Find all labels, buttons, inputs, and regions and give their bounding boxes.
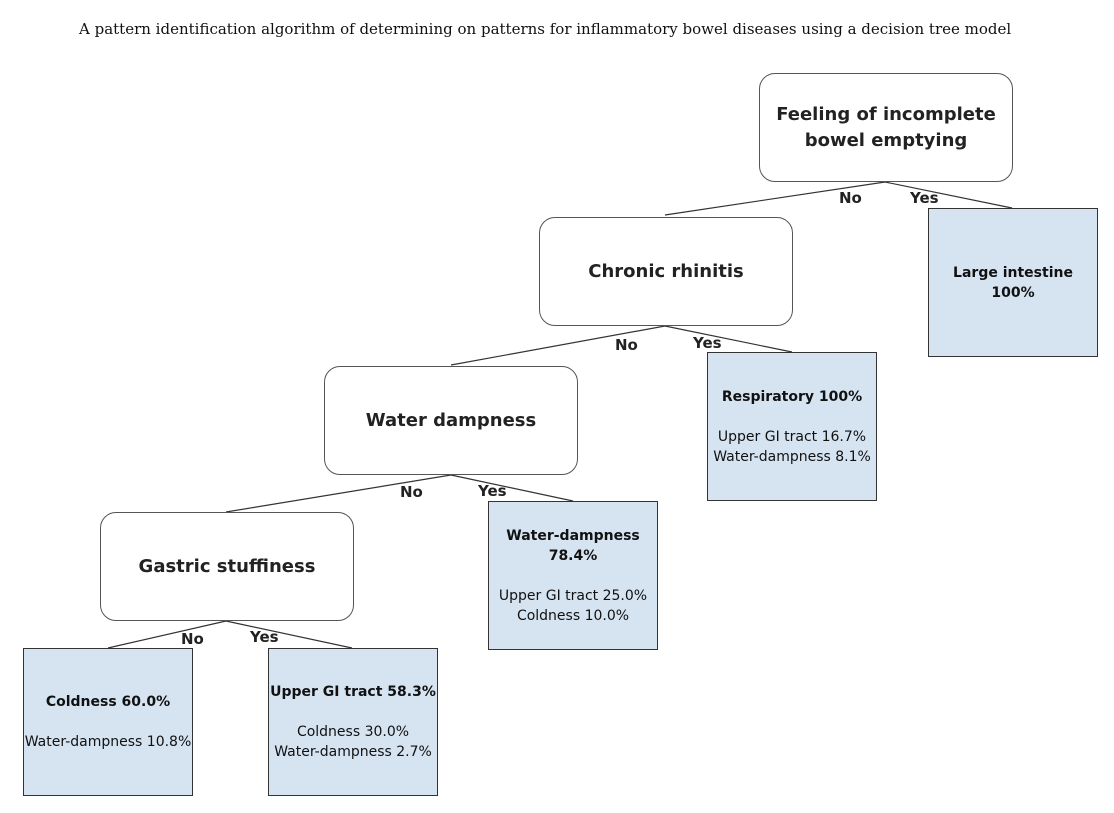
node-chronic-rhinitis: Chronic rhinitis (539, 217, 793, 326)
edge-n2-no (450, 325, 666, 366)
label-n3-no: No (400, 483, 423, 501)
label-n2-yes: Yes (693, 334, 722, 352)
edge-n4-no (107, 620, 227, 649)
leaf-upper-gi-tract-primary: Upper GI tract 58.3% (270, 684, 436, 700)
label-n2-no: No (615, 336, 638, 354)
node-incomplete-bowel-emptying-line1: Feeling of incomplete (776, 103, 996, 125)
label-n3-yes: Yes (478, 482, 507, 500)
leaf-large-intestine: Large intestine 100% (928, 208, 1098, 357)
leaf-upper-gi-tract: Upper GI tract 58.3% Coldness 30.0% Wate… (268, 648, 438, 796)
label-n4-yes: Yes (250, 628, 279, 646)
leaf-coldness-secondary-1: Water-dampness 10.8% (24, 734, 192, 750)
leaf-respiratory-secondary-1: Upper GI tract 16.7% (717, 428, 867, 445)
edge-n1-yes (884, 181, 1013, 209)
node-incomplete-bowel-emptying-line2: bowel emptying (804, 129, 968, 151)
node-chronic-rhinitis-label: Chronic rhinitis (588, 260, 744, 282)
edge-n3-yes (450, 474, 574, 502)
leaf-respiratory-secondary-2: Water-dampness 8.1% (713, 448, 871, 465)
label-n1-yes: Yes (910, 189, 939, 207)
node-incomplete-bowel-emptying: Feeling of incomplete bowel emptying (759, 73, 1013, 182)
label-n4-no: No (181, 630, 204, 648)
label-n1-no: No (839, 189, 862, 207)
leaf-upper-gi-tract-secondary-2: Water-dampness 2.7% (274, 744, 432, 760)
edge-n4-yes (225, 620, 353, 649)
node-water-dampness-label: Water dampness (365, 409, 537, 431)
edge-n2-yes (664, 325, 793, 353)
leaf-water-dampness: Water-dampness 78.4% Upper GI tract 25.0… (488, 501, 658, 650)
edge-n1-no (664, 181, 886, 216)
leaf-coldness: Coldness 60.0% Water-dampness 10.8% (23, 648, 193, 796)
leaf-large-intestine-primary: Large intestine 100% (953, 264, 1073, 301)
node-water-dampness: Water dampness (324, 366, 578, 475)
figure-title: A pattern identification algorithm of de… (79, 20, 1012, 38)
leaf-water-dampness-primary: Water-dampness 78.4% (506, 527, 640, 564)
leaf-water-dampness-secondary-2: Coldness 10.0% (516, 607, 630, 624)
leaf-water-dampness-secondary-1: Upper GI tract 25.0% (498, 587, 648, 604)
node-gastric-stuffiness-label: Gastric stuffiness (138, 555, 316, 577)
node-gastric-stuffiness: Gastric stuffiness (100, 512, 354, 621)
edge-n3-no (225, 474, 452, 513)
leaf-respiratory-primary: Respiratory 100% (721, 388, 863, 405)
leaf-respiratory: Respiratory 100% Upper GI tract 16.7% Wa… (707, 352, 877, 501)
leaf-coldness-primary: Coldness 60.0% (45, 694, 171, 710)
leaf-upper-gi-tract-secondary-1: Coldness 30.0% (296, 724, 410, 740)
